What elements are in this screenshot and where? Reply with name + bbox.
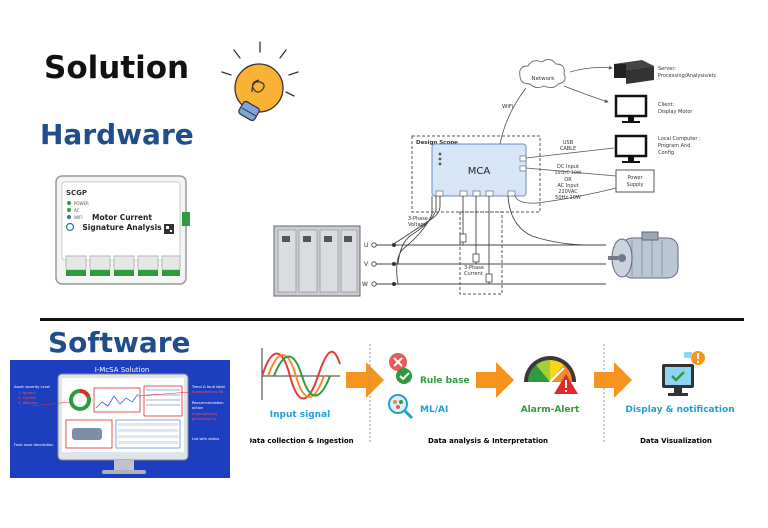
local-computer-icon — [614, 134, 648, 163]
phase-current-line1: 3-Phase — [464, 265, 484, 271]
phase-v-label: V — [364, 261, 369, 268]
caption-data-visualization: Data Visualization — [640, 437, 712, 445]
caption-data-analysis: Data analysis & Interpretation — [428, 437, 548, 445]
local-label-line3: Config — [658, 150, 674, 156]
power-supply-box — [615, 169, 655, 193]
usb-label-line1: USB — [563, 140, 574, 146]
rec-value-line2: generative AI — [192, 417, 216, 421]
phase-voltage-line2: Voltage — [408, 222, 427, 228]
network-cloud — [519, 59, 566, 89]
switchgear-cabinet — [273, 225, 361, 297]
arrow-icon — [476, 362, 514, 398]
phase-current-line2: Current — [464, 271, 483, 277]
ml-ai-magnifier-icon — [388, 394, 414, 420]
device-name-line1: Motor Current — [92, 213, 152, 222]
rule-base-label: Rule base — [420, 376, 470, 386]
sine-wave-icon — [261, 348, 341, 400]
mca-label: MCA — [468, 166, 491, 177]
display-notification-icon — [662, 351, 705, 396]
rec-label-line1: Recommendation — [192, 401, 224, 405]
lightbulb-icon — [221, 41, 299, 122]
input-signal-label: Input signal — [270, 410, 331, 420]
section-divider — [40, 318, 744, 321]
client-label-line1: Client: — [658, 102, 674, 108]
display-notification-label: Display & notification — [625, 405, 734, 415]
hardware-title: Hardware — [40, 118, 194, 151]
rule-base-icon — [389, 353, 412, 384]
current-scope-box — [459, 211, 503, 295]
fault-zone-label: Fault zone description — [14, 443, 53, 447]
side-connector — [182, 212, 190, 226]
ac-label-line3: 50Hz 10W — [555, 195, 581, 201]
arrow-icon — [594, 362, 632, 398]
power-label-line2: Supply — [626, 182, 643, 188]
software-title: Software — [48, 326, 191, 359]
usb-label-line2: CABLE — [560, 146, 576, 152]
server-label-line2: Processing/Analysis/etc — [658, 73, 717, 79]
severity-normal: 1. Normal — [18, 391, 36, 395]
device-name-line2: Signature Analysis — [82, 223, 162, 232]
client-monitor-icon — [614, 94, 648, 123]
rec-label-line2: action — [192, 406, 203, 410]
local-label-line1: Local Computer : — [658, 136, 701, 142]
network-label: Network — [532, 76, 556, 82]
mcsa-device: SCGP POWER AC WIFI Motor Current Signatu… — [55, 175, 190, 285]
power-label-line1: Power — [627, 175, 643, 181]
wifi-label: WiFi — [502, 104, 514, 110]
server-label-line1: Server: — [658, 66, 676, 72]
device-ac-label: AC — [74, 208, 80, 213]
device-power-label: POWER — [74, 201, 89, 206]
arrow-icon — [346, 362, 384, 398]
dc-label-line1: DC Input — [557, 164, 579, 170]
electric-motor-icon — [608, 231, 679, 279]
dc-label-line2: 5V/2/C 10W — [555, 170, 582, 176]
ac-label-line1: AC Input — [557, 183, 578, 189]
list-status-label: List with status — [192, 437, 219, 441]
or-label: OR — [564, 177, 572, 183]
alarm-gauge-icon — [524, 356, 578, 394]
device-brand: SCGP — [66, 189, 87, 197]
alarm-alert-label: Alarm-Alert — [521, 405, 580, 415]
caption-data-collection: Data collection & Ingestion — [250, 437, 354, 445]
severity-caution: 2. Caution — [18, 396, 36, 400]
device-wifi-label: WIFI — [74, 215, 83, 220]
solution-title: Solution — [44, 50, 190, 86]
design-scope-label: Design Scope — [416, 140, 458, 146]
phase-u-label: U — [364, 242, 368, 249]
screen-title: I-McSA Solution — [95, 366, 150, 374]
ml-ai-label: ML/AI — [420, 405, 448, 415]
rec-value-line1: Automated by — [192, 412, 218, 416]
hardware-schematic: Design Scope MCA Network WiFi Server: Pr… — [273, 59, 717, 297]
local-label-line2: Program And — [658, 143, 690, 149]
severity-label: Asset severity Level — [14, 385, 50, 389]
severity-warning: 3. Warning — [18, 401, 37, 405]
trend-label: Trend & fault label — [191, 385, 225, 389]
software-pipeline: Input signal Rule base ML/AI Alarm-Alert — [250, 344, 735, 445]
client-label-line2: Display Motor — [658, 109, 693, 115]
phase-w-label: W — [362, 281, 368, 288]
phase-voltage-line1: 3-Phase — [408, 216, 428, 222]
software-dashboard-screen: I-McSA Solution Asset severity Level 1. … — [10, 360, 230, 478]
server-icon — [614, 60, 654, 84]
trend-value: Automated by ML — [192, 390, 224, 394]
ac-label-line2: 220VAC — [558, 189, 578, 195]
